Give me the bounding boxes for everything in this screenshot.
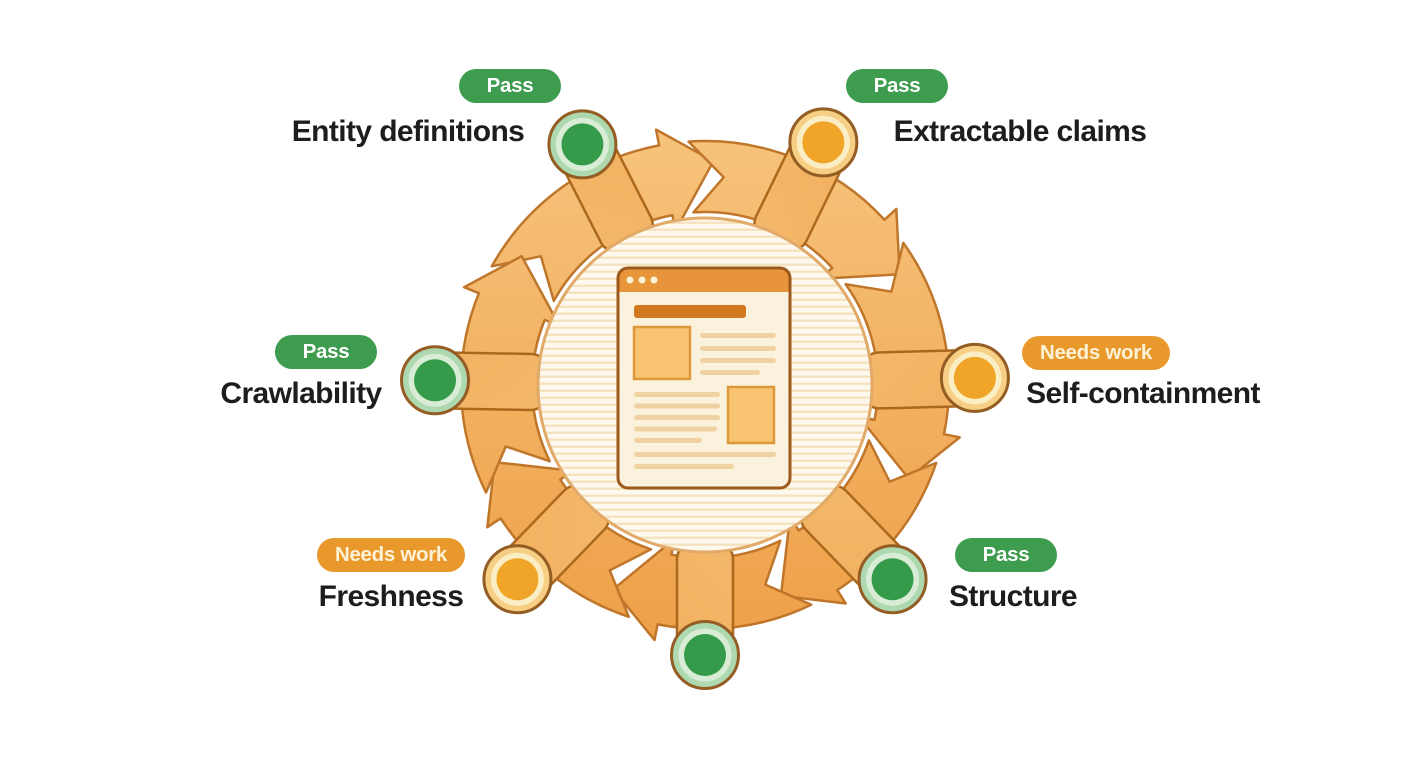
node-label-self-containment: Self-containment bbox=[1026, 377, 1260, 410]
browser-dot bbox=[638, 276, 646, 284]
status-badge-entity-definitions: Pass bbox=[360, 69, 660, 103]
status-badge: Needs work bbox=[1021, 336, 1171, 370]
webpage-icon bbox=[616, 266, 792, 490]
status-dot-cycle-checkpoint bbox=[670, 620, 740, 690]
status-dot-entity-definitions bbox=[547, 109, 618, 180]
node-label-structure: Structure bbox=[949, 580, 1078, 613]
status-dot-self-containment bbox=[939, 342, 1010, 413]
status-badge: Pass bbox=[955, 538, 1057, 572]
status-badge: Needs work bbox=[316, 538, 466, 572]
status-dot-extractable-claims bbox=[788, 107, 859, 178]
status-badge: Pass bbox=[275, 335, 377, 369]
status-dot-structure bbox=[857, 544, 928, 615]
status-badge-extractable-claims: Pass bbox=[747, 69, 1047, 103]
status-badge: Pass bbox=[846, 69, 948, 103]
browser-dot bbox=[626, 276, 634, 284]
node-label-entity-definitions: Entity definitions bbox=[291, 115, 525, 148]
node-label-crawlability: Crawlability bbox=[220, 377, 382, 410]
status-badge-structure: Pass bbox=[856, 538, 1156, 572]
status-dot-crawlability bbox=[400, 345, 471, 416]
browser-dot bbox=[650, 276, 658, 284]
node-label-freshness: Freshness bbox=[318, 580, 464, 613]
status-dot-freshness bbox=[482, 544, 553, 615]
node-label-extractable-claims: Extractable claims bbox=[893, 115, 1147, 148]
status-badge-crawlability: Pass bbox=[176, 335, 476, 369]
status-badge-self-containment: Needs work bbox=[946, 336, 1246, 370]
status-badge-freshness: Needs work bbox=[241, 538, 541, 572]
status-badge: Pass bbox=[459, 69, 561, 103]
